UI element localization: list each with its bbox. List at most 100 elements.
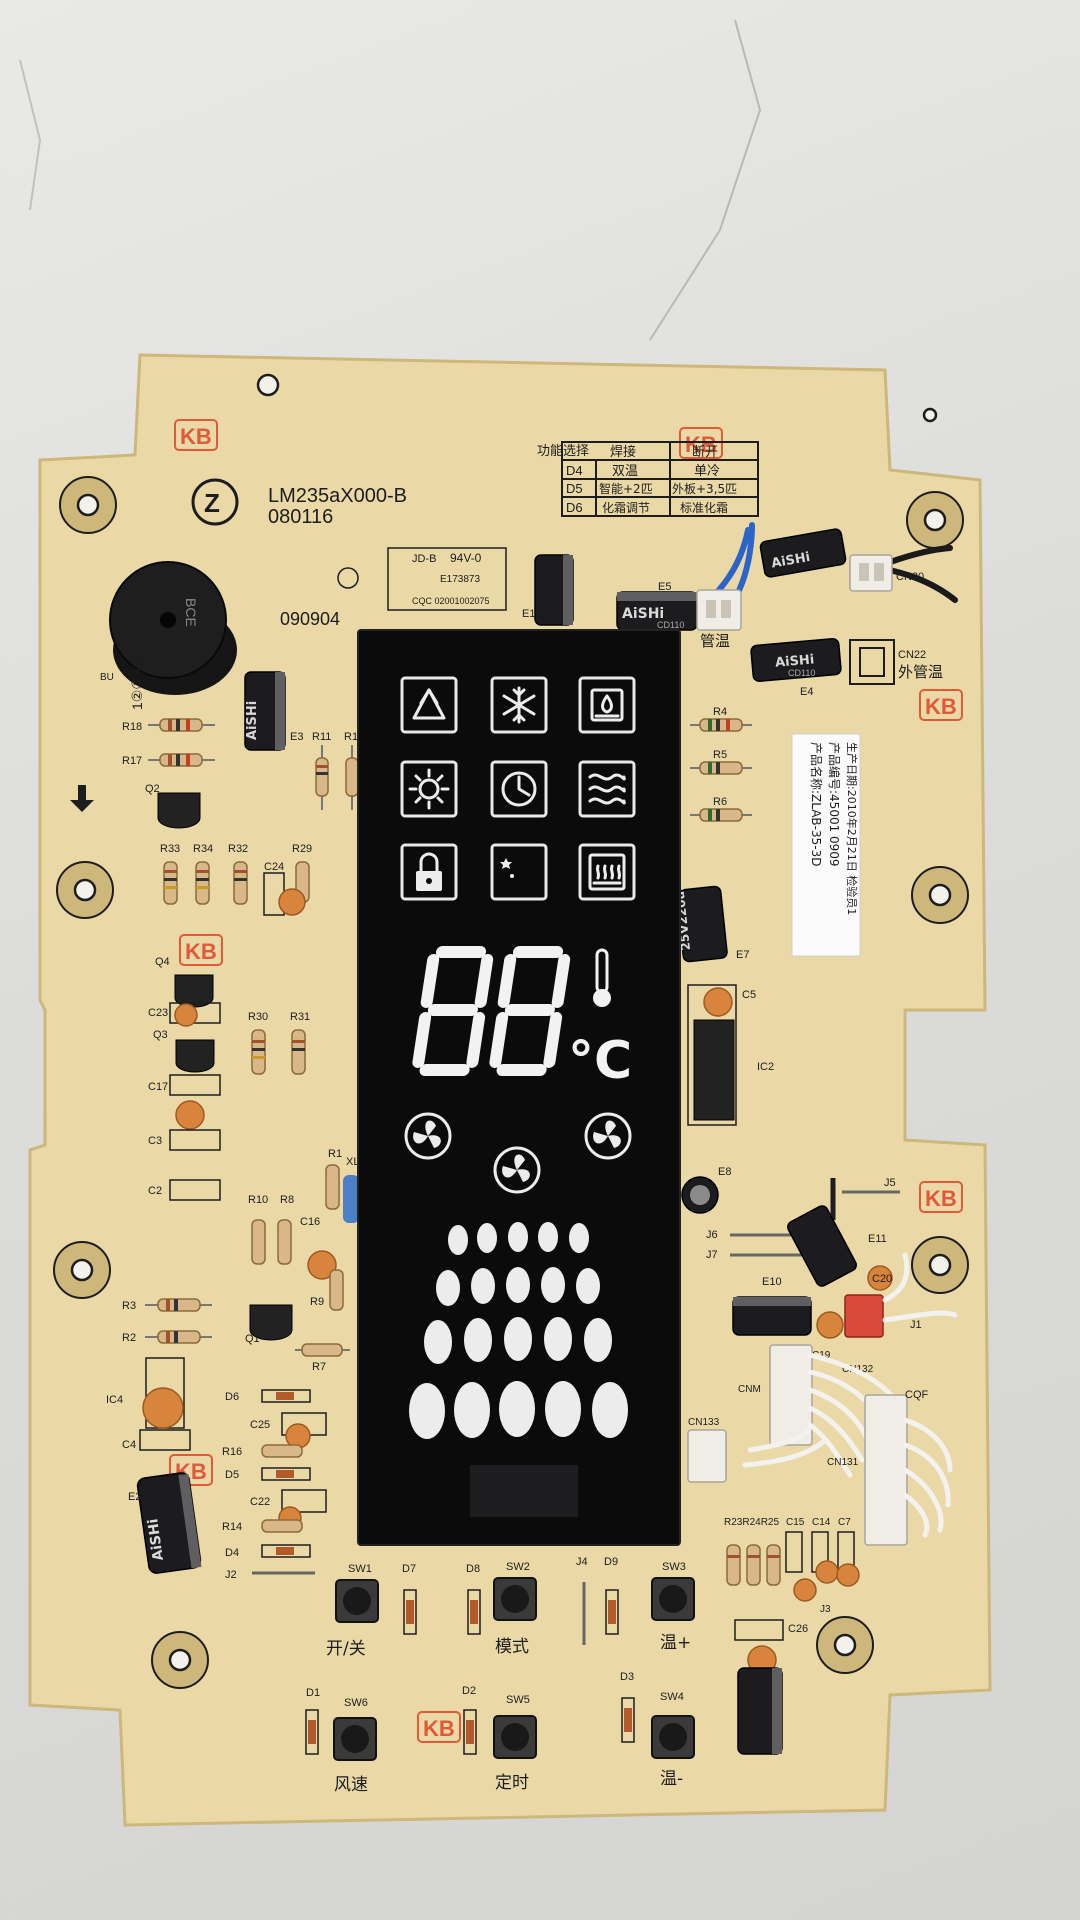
pb-free-icon [337, 567, 359, 589]
capacitor-e11: E11 [787, 1205, 887, 1287]
sun-icon [400, 760, 458, 818]
resistor-r17: R17 [122, 753, 215, 767]
resistor-r7: R7 [295, 1343, 350, 1373]
resistor-r11: R11 [312, 731, 331, 810]
kb-watermark: KB [179, 934, 223, 966]
button-fan-speed[interactable]: SW6 风速 [333, 1697, 377, 1795]
capacitor-e1: E1 [522, 554, 574, 626]
svg-text:R2: R2 [122, 1332, 136, 1344]
svg-text:焊接: 焊接 [610, 444, 636, 460]
svg-text:J6: J6 [706, 1229, 718, 1241]
svg-text:E1: E1 [522, 608, 535, 620]
svg-text:IC4: IC4 [106, 1394, 123, 1406]
svg-text:CNM: CNM [738, 1384, 761, 1395]
ic4-area: IC4 C4 [106, 1357, 191, 1451]
display-panel [357, 629, 681, 1546]
svg-text:E8: E8 [718, 1166, 731, 1178]
resistor-r31: R31 [290, 1011, 310, 1075]
svg-text:J1: J1 [910, 1319, 922, 1331]
button-power[interactable]: SW1 开/关 [326, 1563, 379, 1659]
diode-d7: D7 [402, 1563, 417, 1635]
fan-speed-bars [409, 1222, 628, 1439]
svg-text:D8: D8 [466, 1563, 480, 1575]
svg-text:R18: R18 [122, 721, 142, 733]
capacitor-c29: R29 [278, 843, 312, 916]
svg-text:R17: R17 [122, 755, 142, 767]
svg-text:R7: R7 [312, 1361, 326, 1373]
button-mode[interactable]: SW2 模式 [493, 1561, 537, 1657]
button-timer[interactable]: SW5 定时 [493, 1694, 537, 1793]
arrow-down-icon [70, 785, 94, 812]
svg-text:C22: C22 [250, 1496, 270, 1508]
diode-d9: D9 [604, 1556, 619, 1635]
svg-text:外管温: 外管温 [898, 663, 943, 681]
function-table: 功能选择 焊接 断开 D4 双温 单冷 D5 智能+2匹 外板+3,5匹 D6 … [537, 441, 759, 517]
svg-text:AiSHi: AiSHi [245, 701, 260, 740]
svg-text:D2: D2 [462, 1685, 476, 1697]
capacitor-c20: C20 [867, 1265, 893, 1291]
connector-pipe-temp: 管温 [696, 589, 742, 650]
svg-text:KB: KB [180, 424, 212, 449]
svg-text:C15: C15 [786, 1517, 805, 1528]
svg-text:Q2: Q2 [145, 783, 160, 795]
svg-text:R32: R32 [228, 843, 248, 855]
connector-cnm: CNM [738, 1344, 813, 1446]
svg-text:XL: XL [346, 1156, 359, 1168]
svg-text:C4: C4 [122, 1439, 136, 1451]
resistor-r10: R10 [248, 1194, 268, 1265]
resistor-r16: R16 [222, 1444, 303, 1458]
svg-text:R33: R33 [160, 843, 180, 855]
svg-text:D5: D5 [225, 1469, 239, 1481]
resistor-r34: R34 [193, 843, 213, 905]
capacitor-e8: E8 [681, 1166, 731, 1214]
connector-j1: J1 [816, 1294, 922, 1339]
svg-text:E4: E4 [800, 686, 813, 698]
resistor-bank: R23R24R25 [724, 1517, 781, 1586]
resistor-r6: R6 [690, 796, 752, 822]
resistor-r5: R5 [690, 749, 752, 775]
svg-text:R11: R11 [312, 731, 331, 743]
resistor-r33: R33 [160, 843, 180, 905]
temp-unit: °C [568, 1031, 632, 1091]
resistor-r3: R3 [122, 1298, 212, 1312]
svg-text:开/关: 开/关 [326, 1639, 366, 1659]
button-temp-down[interactable]: SW4 温- [651, 1691, 695, 1789]
fan-icon [404, 1112, 452, 1160]
svg-text:R5: R5 [713, 749, 727, 761]
lcd-receiver-window [470, 1465, 578, 1517]
diode-d4: D4 [225, 1544, 311, 1559]
capacitor-e3: AiSHi E3 [244, 671, 303, 751]
resistor-r1x: R1 [344, 731, 359, 810]
svg-text:R10: R10 [248, 1194, 268, 1206]
fan-icon [493, 1146, 541, 1194]
svg-text:C24: C24 [264, 861, 284, 873]
capacitor-e5: AiSHi CD110 E5 [616, 581, 698, 631]
svg-text:AiSHi: AiSHi [145, 1518, 167, 1562]
wave-icon [578, 760, 636, 818]
button-temp-up[interactable]: SW3 温+ [651, 1561, 695, 1653]
svg-text:AiSHi: AiSHi [622, 606, 664, 622]
svg-text:C17: C17 [148, 1081, 168, 1093]
svg-text:外板+3,5匹: 外板+3,5匹 [672, 482, 737, 496]
svg-text:风速: 风速 [334, 1775, 368, 1795]
svg-text:AiSHi: AiSHi [770, 550, 811, 572]
svg-text:J4: J4 [576, 1556, 588, 1568]
svg-text:CD110: CD110 [788, 668, 815, 678]
capacitor-c17: C17 [148, 1074, 221, 1130]
svg-text:J7: J7 [706, 1249, 718, 1261]
svg-text:E10: E10 [762, 1276, 782, 1288]
resistor-r4: R4 [690, 706, 752, 732]
transistor-q3: Q3 [153, 1029, 215, 1073]
svg-text:KB: KB [185, 939, 217, 964]
resistor-r2: R2 [122, 1330, 212, 1344]
svg-text:D1: D1 [306, 1687, 320, 1699]
svg-text:94V-0: 94V-0 [450, 551, 482, 565]
svg-text:J5: J5 [884, 1177, 896, 1189]
svg-text:C5: C5 [742, 989, 756, 1001]
svg-text:化霜调节: 化霜调节 [602, 501, 650, 515]
svg-text:C16: C16 [300, 1216, 320, 1228]
svg-text:模式: 模式 [495, 1637, 529, 1657]
svg-text:R30: R30 [248, 1011, 268, 1023]
connector-cn133: CN133 CN131 [687, 1417, 859, 1483]
svg-text:断开: 断开 [692, 445, 718, 460]
